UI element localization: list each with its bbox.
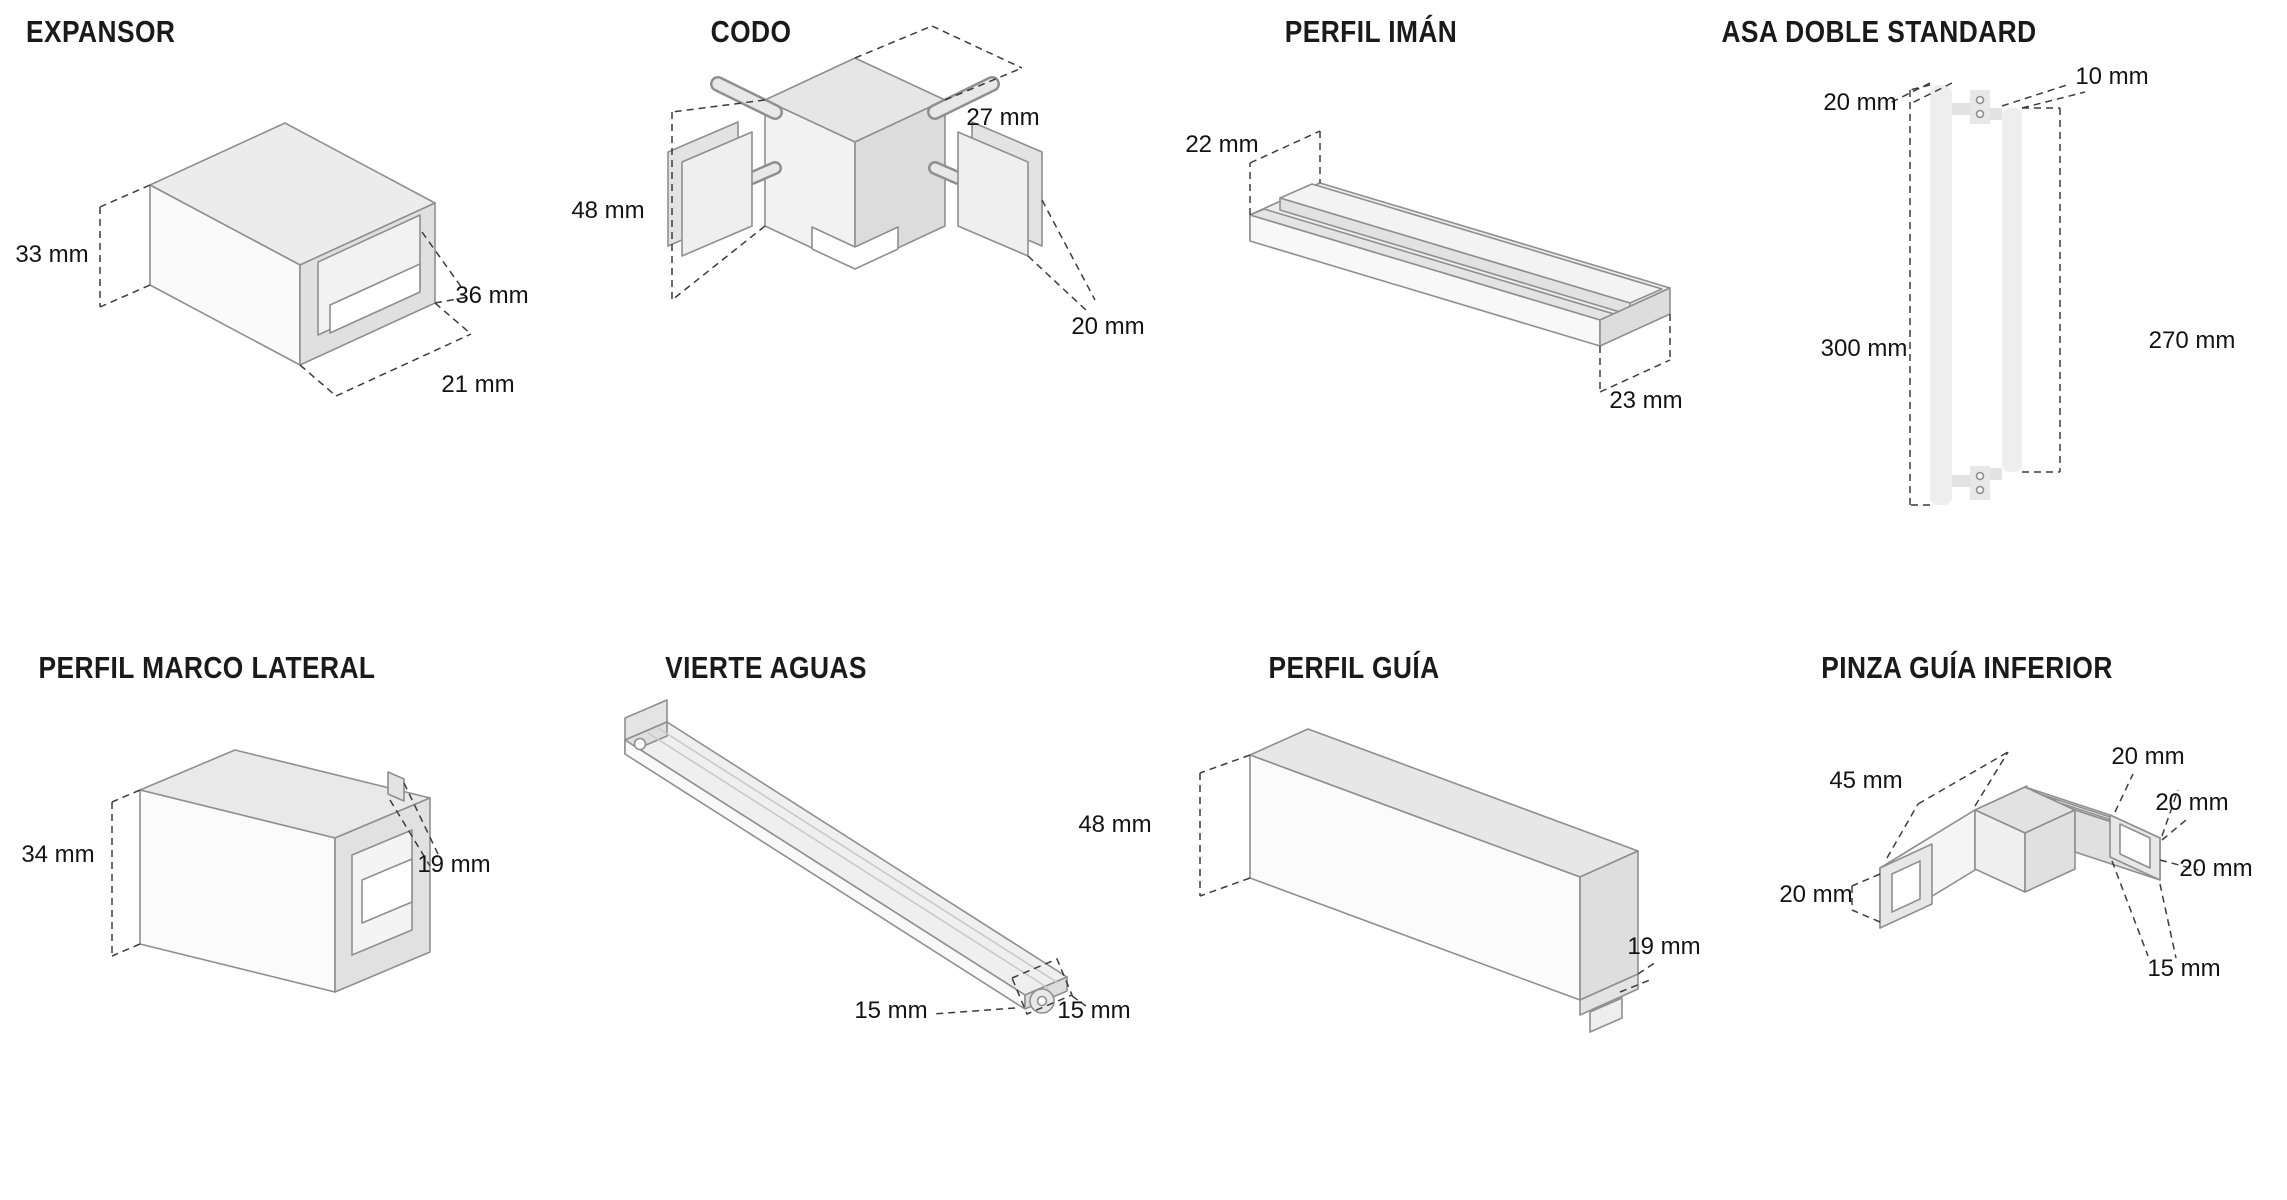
dim-label-top-a: 20 mm bbox=[2111, 743, 2184, 770]
dim-label-height: 33 mm bbox=[15, 241, 88, 268]
dim-label-right: 15 mm bbox=[1057, 997, 1130, 1024]
codo-drawing: 48 mm 27 mm 20 mm bbox=[571, 25, 1145, 340]
perfil-guia-drawing: 48 mm 19 mm bbox=[1078, 728, 1701, 1033]
dim-label-left: 15 mm bbox=[854, 997, 927, 1024]
vierte-aguas-profile-shape bbox=[624, 699, 1068, 1010]
dim-label-bottom: 15 mm bbox=[2147, 955, 2220, 982]
panel-vierte-aguas: VIERTE AGUAS 15 mm 15 mm bbox=[560, 640, 1160, 1200]
dim-label-left: 300 mm bbox=[1821, 335, 1908, 362]
dim-label-left: 48 mm bbox=[1078, 811, 1151, 838]
vierte-aguas-drawing: 15 mm 15 mm bbox=[624, 699, 1131, 1024]
vierte-aguas-groove-lines bbox=[647, 727, 1059, 989]
panel-title-pinza-guia: PINZA GUÍA INFERIOR bbox=[1821, 650, 2113, 685]
marco-lateral-drawing: 34 mm 19 mm bbox=[21, 749, 491, 993]
dim-label-right: 19 mm bbox=[417, 851, 490, 878]
panel-title-perfil-iman: PERFIL IMÁN bbox=[1284, 14, 1458, 49]
panel-perfil-iman: PERFIL IMÁN 22 mm 23 mm bbox=[1180, 0, 1740, 640]
dim-label-right: 270 mm bbox=[2149, 327, 2236, 354]
pinza-guia-clamp-shape bbox=[1879, 785, 2161, 929]
perfil-guia-dimension-lines bbox=[1199, 754, 1657, 993]
panel-title-marco-lateral: PERFIL MARCO LATERAL bbox=[38, 650, 376, 685]
perfil-iman-profile-shape bbox=[1249, 182, 1671, 347]
dim-label-top: 27 mm bbox=[966, 104, 1039, 131]
perfil-iman-drawing: 22 mm 23 mm bbox=[1185, 130, 1683, 414]
perfil-iman-dimension-lines bbox=[1249, 130, 1671, 393]
dim-label-top-right: 10 mm bbox=[2075, 63, 2148, 90]
panel-pinza-guia: PINZA GUÍA INFERIOR bbox=[1720, 640, 2287, 1200]
dim-label-top-b: 20 mm bbox=[2155, 789, 2228, 816]
expansor-profile-shape bbox=[149, 122, 436, 366]
dim-label-top-left: 20 mm bbox=[1823, 89, 1896, 116]
panel-title-codo: CODO bbox=[710, 14, 792, 49]
panel-codo: CODO bbox=[560, 0, 1180, 640]
codo-plates-shape bbox=[681, 131, 1029, 257]
panel-title-expansor: EXPANSOR bbox=[26, 14, 176, 49]
dim-label-right: 20 mm bbox=[1071, 313, 1144, 340]
dim-label-top-left: 22 mm bbox=[1185, 131, 1258, 158]
marco-lateral-profile-shape bbox=[139, 749, 431, 993]
pinza-guia-drawing: 45 mm 20 mm 20 mm 20 mm 20 mm 15 mm bbox=[1779, 743, 2252, 982]
dim-label-left: 48 mm bbox=[571, 197, 644, 224]
pinza-guia-dimension-lines bbox=[1851, 751, 2199, 959]
vierte-aguas-drip-edge bbox=[633, 737, 1055, 1014]
codo-pins bbox=[710, 76, 1000, 185]
perfil-guia-profile-shape bbox=[1249, 728, 1639, 1033]
marco-lateral-dimension-lines bbox=[111, 782, 439, 957]
dim-label-bottom-right: 19 mm bbox=[1627, 933, 1700, 960]
codo-dimension-lines bbox=[671, 25, 1096, 313]
dim-label-right: 20 mm bbox=[2179, 855, 2252, 882]
panel-expansor: EXPANSOR 33 mm 36 mm 21 mm bbox=[0, 0, 560, 640]
dim-label-base: 21 mm bbox=[441, 371, 514, 398]
expansor-drawing: 33 mm 36 mm 21 mm bbox=[15, 122, 529, 398]
dim-label-left: 20 mm bbox=[1779, 881, 1852, 908]
expansor-dimension-lines bbox=[99, 184, 472, 397]
vierte-aguas-dimension-lines bbox=[931, 958, 1087, 1015]
panel-asa-doble: ASA DOBLE STANDARD bbox=[1721, 0, 2287, 640]
panel-title-vierte-aguas: VIERTE AGUAS bbox=[665, 650, 867, 685]
asa-doble-handle-shape bbox=[1930, 85, 2022, 505]
panel-title-perfil-guia: PERFIL GUÍA bbox=[1268, 650, 1440, 685]
dim-label-bottom-right: 23 mm bbox=[1609, 387, 1682, 414]
panel-marco-lateral: PERFIL MARCO LATERAL 34 mm 19 mm bbox=[0, 640, 560, 1200]
panel-perfil-guia: PERFIL GUÍA 48 mm 19 mm bbox=[1060, 640, 1720, 1200]
dim-label-arm: 45 mm bbox=[1829, 767, 1902, 794]
asa-doble-dimension-lines bbox=[1889, 82, 2086, 506]
dim-label-opening: 36 mm bbox=[455, 282, 528, 309]
panel-title-asa-doble: ASA DOBLE STANDARD bbox=[1721, 14, 2037, 49]
asa-doble-drawing: 20 mm 10 mm 300 mm 270 mm bbox=[1821, 63, 2236, 506]
dim-label-left: 34 mm bbox=[21, 841, 94, 868]
